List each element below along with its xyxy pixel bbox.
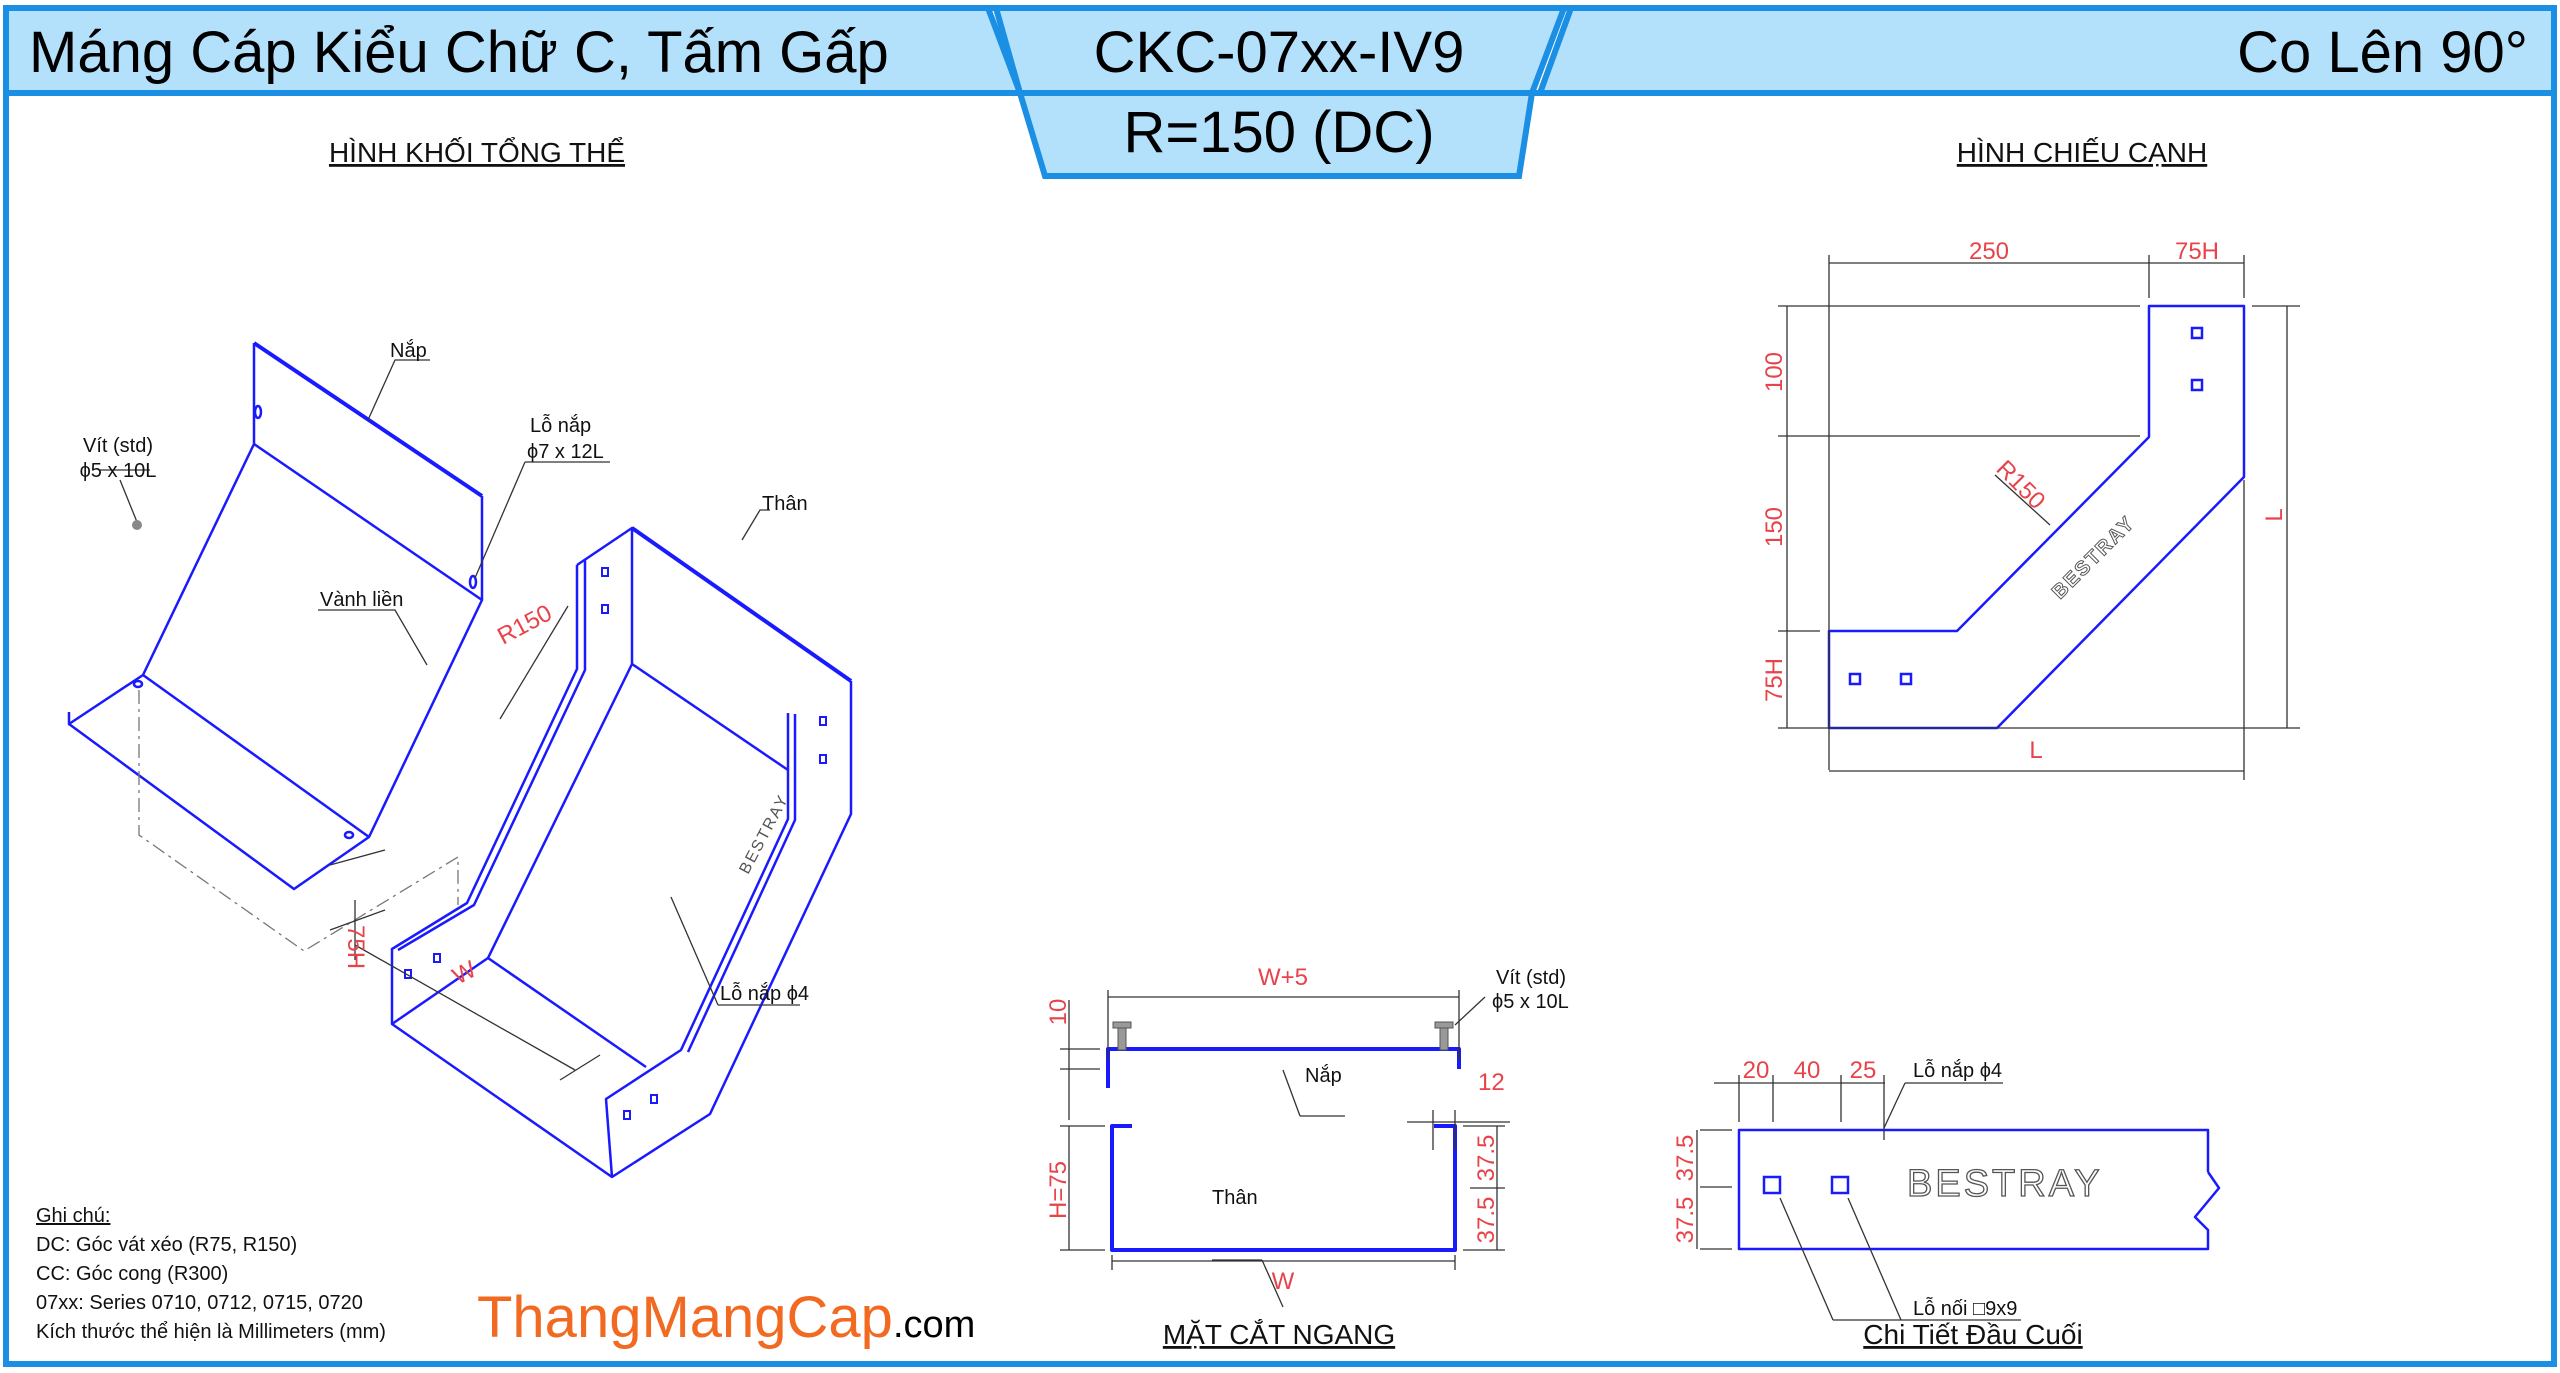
note-line: CC: Góc cong (R300) (36, 1263, 228, 1285)
cs-label-cover: Nắp (1305, 1064, 1342, 1087)
end-detail-dimensions (1696, 1075, 2021, 1321)
isometric-title: HÌNH KHỐI TỔNG THỂ (329, 136, 625, 168)
label-cover-hole-small: Lỗ nắp ϕ4 (720, 982, 809, 1005)
screw-icon (132, 520, 142, 530)
side-view-title: HÌNH CHIẾU CẠNH (1957, 137, 2207, 168)
side-view-dimensions (1778, 255, 2300, 780)
end-detail-shape (1737, 1128, 2221, 1251)
cross-section-dimensions (1060, 990, 1510, 1308)
screw-icons (1112, 1021, 1454, 1051)
notes-heading: Ghi chú: (36, 1205, 110, 1227)
watermark-name: ThangMangCap (477, 1285, 893, 1350)
label-cover-hole-2: ϕ7 x 12L (527, 441, 604, 463)
dim-75h-top: 75H (2175, 238, 2219, 265)
dim-w-plus-5: W+5 (1258, 964, 1308, 991)
dim-40: 40 (1794, 1057, 1821, 1084)
dim-20: 20 (1743, 1057, 1770, 1084)
label-cover-hole-1: Lỗ nắp (530, 414, 591, 437)
dim-ed-37-5-bottom: 37.5 (1672, 1197, 1699, 1244)
dim-12: 12 (1478, 1069, 1505, 1096)
end-detail-title: Chi Tiết Đầu Cuối (1863, 1319, 2082, 1350)
label-cover: Nắp (390, 339, 427, 362)
cs-label-body: Thân (1212, 1187, 1258, 1209)
note-line: DC: Góc vát xéo (R75, R150) (36, 1234, 297, 1256)
label-rim: Vành liền (320, 589, 403, 611)
dim-h75: H=75 (1045, 1161, 1072, 1219)
brand-end-detail: BESTRAY (1907, 1163, 2103, 1205)
fitting-title: Co Lên 90° (2237, 20, 2528, 85)
radius-title: R=150 (DC) (1123, 100, 1434, 165)
product-type-title: Máng Cáp Kiểu Chữ C, Tấm Gấp (29, 20, 889, 85)
label-body: Thân (762, 493, 808, 515)
dim-r150: R150 (1991, 455, 2051, 515)
sheet-frame (3, 5, 2557, 1367)
dim-250: 250 (1969, 238, 2009, 265)
dim-37-5-top: 37.5 (1473, 1135, 1500, 1182)
dim-75h-left: 75H (1761, 658, 1788, 702)
note-line: 07xx: Series 0710, 0712, 0715, 0720 (36, 1292, 363, 1314)
label-screw-1: Vít (std) (83, 435, 153, 457)
product-code: CKC-07xx-IV9 (1094, 20, 1465, 85)
cs-label-screw-2: ϕ5 x 10L (1492, 991, 1569, 1013)
note-line: Kích thước thể hiện là Millimeters (mm) (36, 1321, 386, 1343)
watermark-logo: ThangMangCap.com (477, 1285, 975, 1350)
dim-10: 10 (1045, 999, 1072, 1026)
isometric-cover (67, 341, 484, 952)
dim-37-5-bottom: 37.5 (1473, 1197, 1500, 1244)
header-right-panel (1535, 5, 2557, 96)
dim-ed-37-5-top: 37.5 (1672, 1135, 1699, 1182)
dim-l-right: L (2261, 508, 2288, 521)
dim-w: W (1272, 1268, 1295, 1295)
side-view-outline (1827, 304, 2246, 730)
ed-label-joint-hole: Lỗ nối □9x9 (1913, 1297, 2017, 1320)
cross-section-shape (1106, 1047, 1461, 1252)
label-width: W (448, 956, 481, 991)
dim-150: 150 (1761, 507, 1788, 547)
dim-l-bottom: L (2029, 737, 2042, 764)
label-height: 75H (342, 925, 369, 969)
watermark-suffix: .com (893, 1304, 975, 1346)
label-screw-2: ϕ5 x 10L (80, 460, 157, 482)
dim-100: 100 (1761, 352, 1788, 392)
label-radius: R150 (493, 600, 556, 651)
cs-label-screw-1: Vít (std) (1496, 967, 1566, 989)
isometric-body (390, 526, 853, 1179)
isometric-leaders (100, 359, 800, 1081)
ed-label-cover-hole: Lỗ nắp ϕ4 (1913, 1059, 2002, 1082)
dim-25: 25 (1850, 1057, 1877, 1084)
brand-iso: BESTRAY (737, 792, 793, 877)
cross-section-title: MẶT CẮT NGANG (1163, 1319, 1395, 1350)
